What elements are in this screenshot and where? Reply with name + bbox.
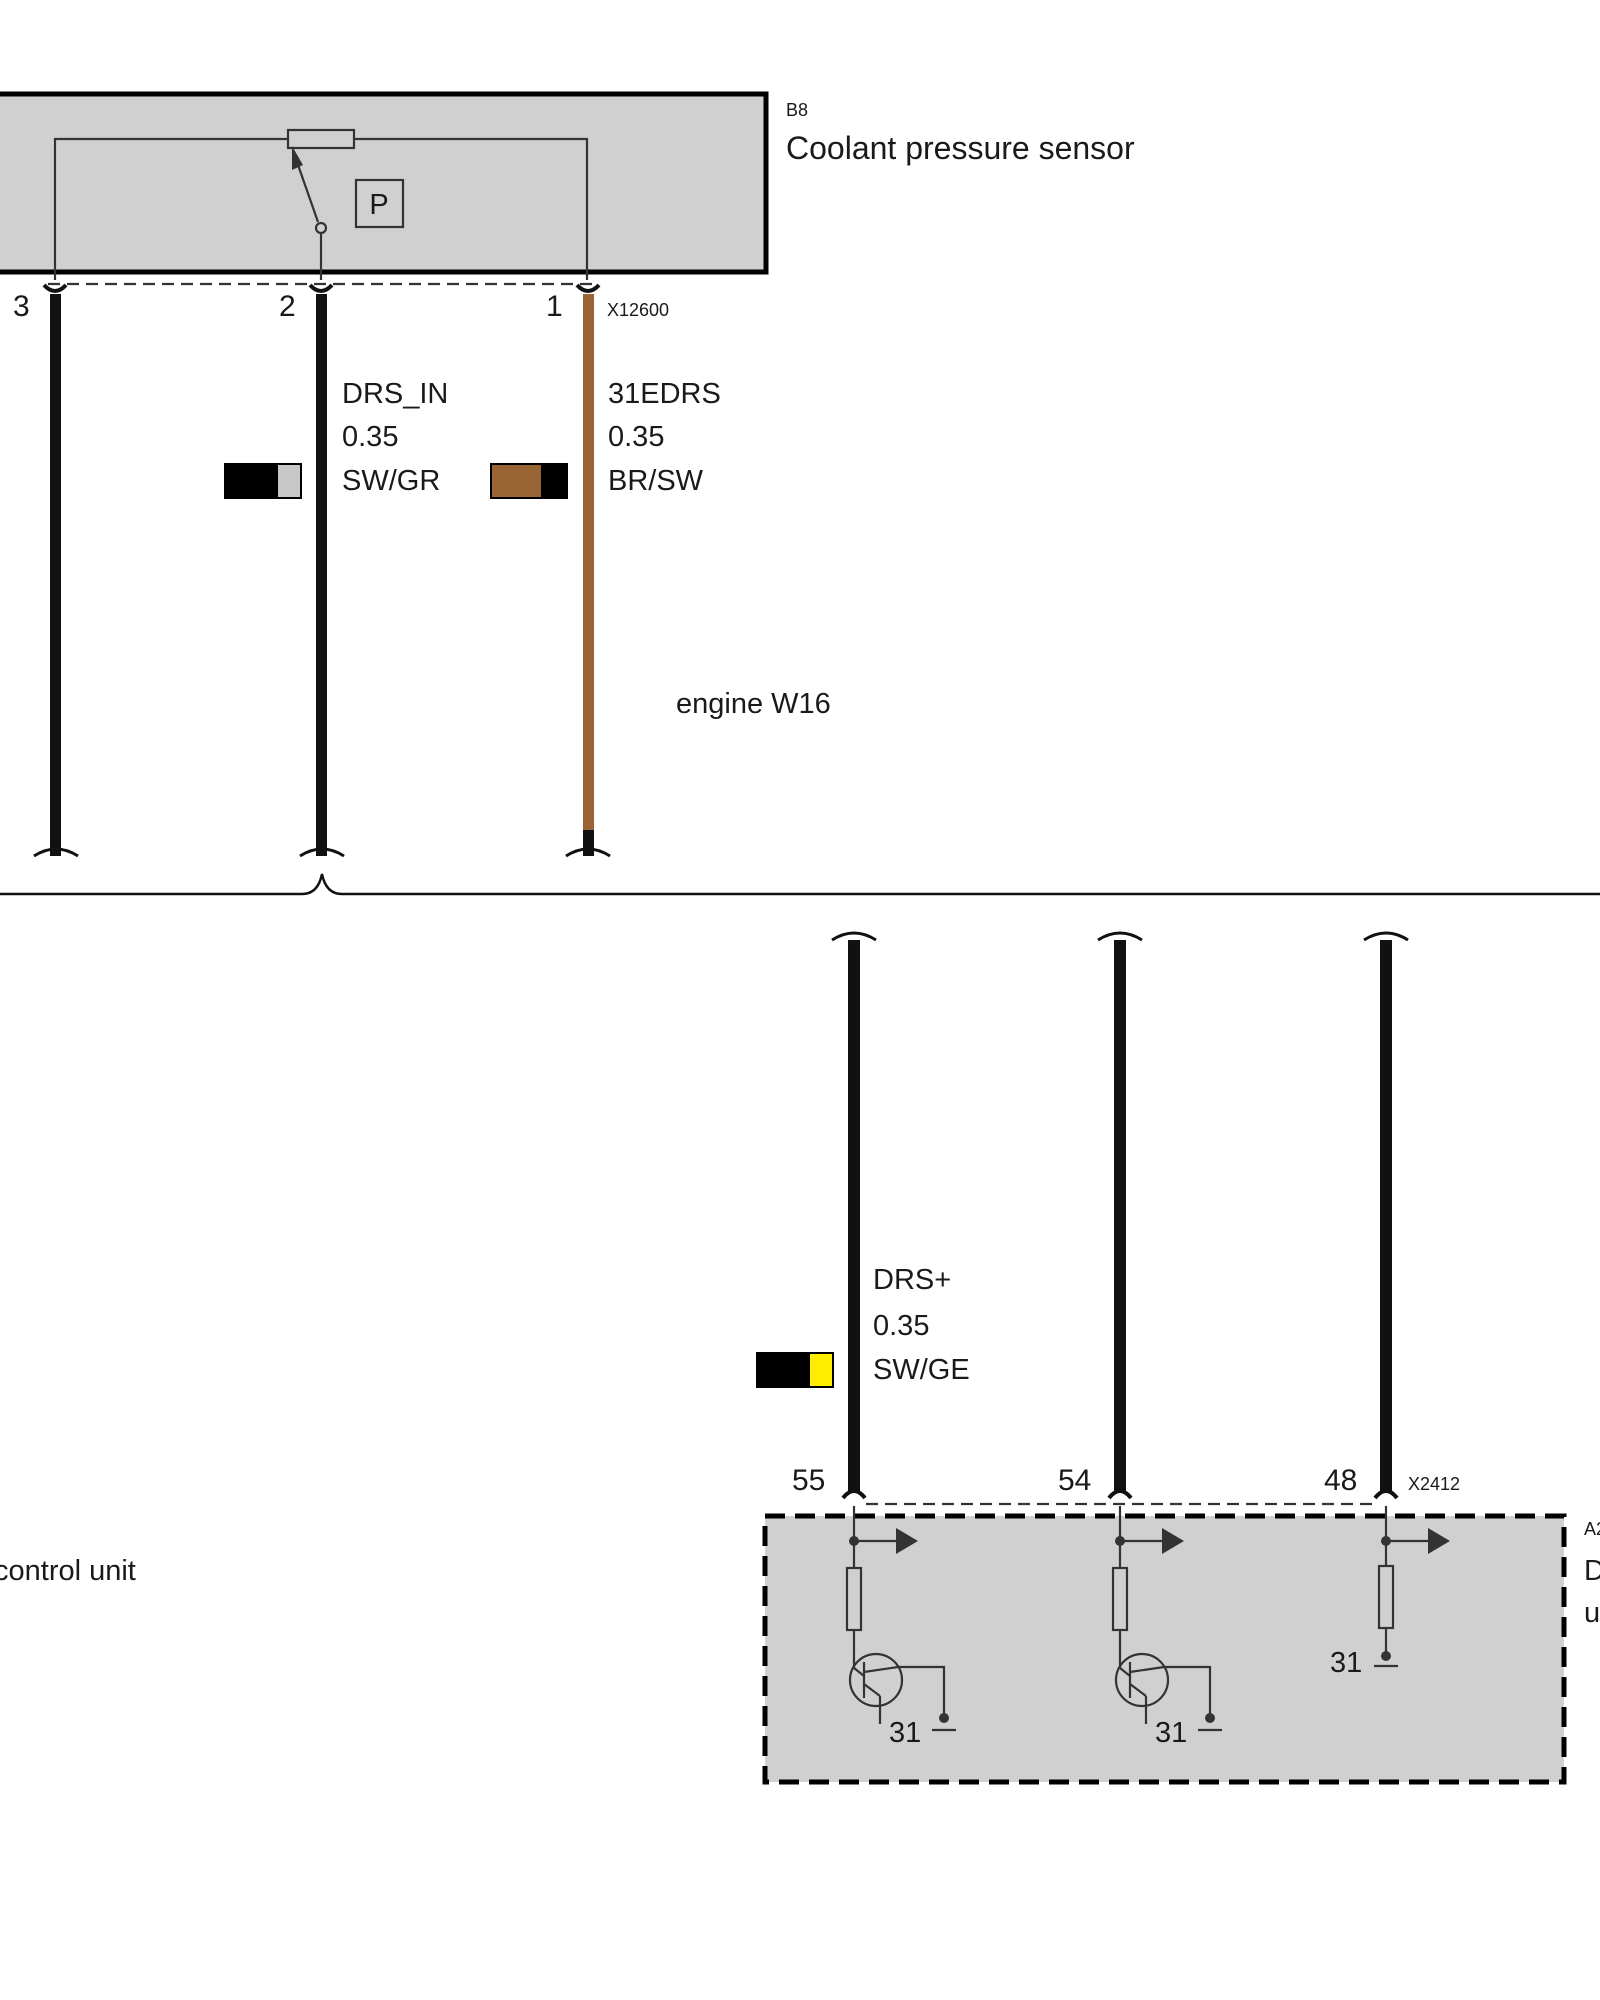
connector-ref-x2412: X2412 — [1408, 1474, 1460, 1494]
bottom-wires — [831, 931, 1409, 1492]
svg-text:0.35: 0.35 — [608, 421, 664, 453]
wire-pin-2[interactable] — [316, 294, 327, 856]
wire-pin-48[interactable] — [1380, 940, 1392, 1492]
svg-text:SW/GR: SW/GR — [342, 465, 440, 497]
color-swatch-br-sw — [490, 463, 568, 499]
top-wires — [33, 294, 611, 858]
svg-text:0.35: 0.35 — [873, 1310, 929, 1342]
pin-label-54: 54 — [1058, 1464, 1091, 1497]
color-swatch-sw-gr — [224, 463, 302, 499]
pin-label-3: 3 — [13, 290, 30, 323]
connector-ref: X12600 — [607, 300, 669, 320]
control-unit-body — [762, 1513, 1567, 1785]
wiper-arrow — [292, 146, 303, 170]
pressure-symbol-box — [354, 178, 405, 229]
control-unit-ref: A2 — [1584, 1519, 1600, 1539]
svg-text:0.35: 0.35 — [342, 421, 398, 453]
sensor-name: Coolant pressure sensor — [786, 130, 1135, 166]
harness-label: engine W16 — [676, 688, 831, 720]
control-unit-left-label: control unit — [0, 1555, 136, 1587]
pin-label-48: 48 — [1324, 1464, 1357, 1497]
ground-label-48: 31 — [1330, 1647, 1362, 1679]
sensor-body — [0, 91, 769, 275]
coolant-pressure-sensor[interactable]: P B8 Coolant pressure sensor — [0, 91, 1135, 280]
input-stage-48 — [1374, 1506, 1430, 1668]
wire-label-drs-plus: DRS+ 0.35 SW/GE — [756, 1264, 970, 1388]
wire-label-drs-in: DRS_IN 0.35 SW/GR — [224, 378, 448, 499]
sensor-ref: B8 — [786, 100, 808, 120]
pin-label-2: 2 — [279, 290, 296, 323]
connector-x2412: 55 54 48 X2412 — [792, 1464, 1460, 1506]
wire-pin-3[interactable] — [50, 294, 61, 856]
wire-pin-55[interactable] — [848, 940, 860, 1492]
svg-text:SW/GE: SW/GE — [873, 1354, 970, 1386]
svg-text:31EDRS: 31EDRS — [608, 378, 721, 410]
pressure-symbol: P — [369, 189, 388, 221]
input-stage-54 — [1111, 1506, 1222, 1732]
pin-label-1: 1 — [546, 290, 563, 323]
wire-pin-54[interactable] — [1114, 940, 1126, 1492]
control-unit-right[interactable]: A2 D u 31 — [762, 1506, 1600, 1785]
ground-label-54: 31 — [1155, 1717, 1187, 1749]
wire-label-31edrs: 31EDRS 0.35 BR/SW — [490, 378, 721, 499]
sensor-internal-circuit — [53, 128, 589, 280]
color-swatch-sw-ge — [756, 1352, 834, 1388]
harness-brace — [0, 873, 1600, 896]
connector-x12600: 3 2 1 X12600 — [13, 282, 669, 323]
svg-text:BR/SW: BR/SW — [608, 465, 704, 497]
control-unit-name-2: u — [1584, 1597, 1600, 1629]
svg-text:DRS+: DRS+ — [873, 1264, 951, 1296]
wire-pin-1[interactable] — [583, 294, 594, 830]
control-unit-name-1: D — [1584, 1555, 1600, 1587]
input-stage-55 — [845, 1506, 956, 1732]
ground-label-55: 31 — [889, 1717, 921, 1749]
svg-text:DRS_IN: DRS_IN — [342, 378, 448, 410]
pin-label-55: 55 — [792, 1464, 825, 1497]
